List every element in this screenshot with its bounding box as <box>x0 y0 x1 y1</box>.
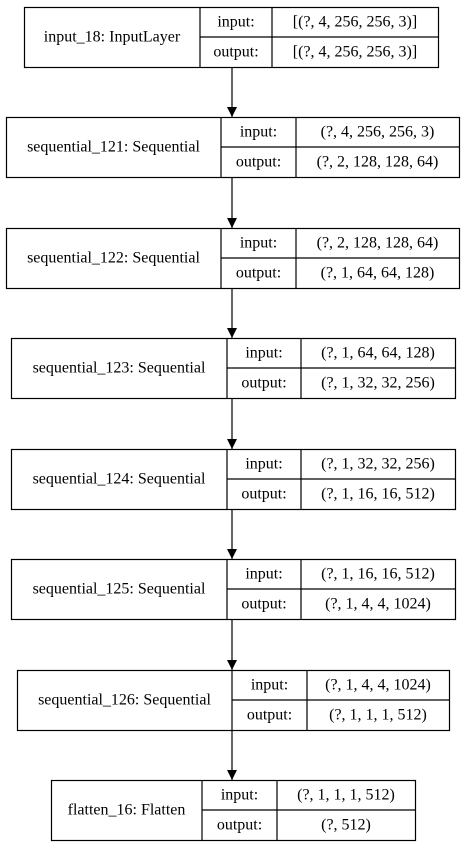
layer-name: sequential_125: Sequential <box>33 581 206 598</box>
input-shape: (?, 1, 1, 1, 512) <box>297 787 395 804</box>
input-label: input: <box>245 456 282 473</box>
input-label: input: <box>245 566 282 583</box>
layer-name: sequential_121: Sequential <box>27 139 200 156</box>
input-shape: (?, 1, 32, 32, 256) <box>321 456 435 473</box>
layer-box <box>10 558 457 621</box>
layer-box <box>16 669 451 732</box>
layer-name: sequential_123: Sequential <box>33 360 206 377</box>
input-shape: (?, 1, 64, 64, 128) <box>321 345 435 362</box>
output-label: output: <box>241 375 286 392</box>
input-label: input: <box>217 14 254 31</box>
layer-box <box>10 337 457 400</box>
layer-name: flatten_16: Flatten <box>68 802 186 819</box>
output-shape: (?, 1, 4, 4, 1024) <box>325 596 431 613</box>
layer-name: sequential_124: Sequential <box>33 471 206 488</box>
layer-box <box>5 116 461 179</box>
layer-node: flatten_16: Flatten input: output: (?, 1, 1… <box>50 779 417 842</box>
input-shape: [(?, 4, 256, 256, 3)] <box>293 14 417 31</box>
layer-node: sequential_124: Sequential input: output: (… <box>10 448 457 511</box>
input-label: input: <box>221 787 258 804</box>
output-label: output: <box>241 596 286 613</box>
output-shape: (?, 1, 64, 64, 128) <box>321 265 435 282</box>
output-label: output: <box>241 486 286 503</box>
output-label: output: <box>213 44 258 61</box>
output-label: output: <box>236 265 281 282</box>
input-label: input: <box>245 345 282 362</box>
input-label: input: <box>240 235 277 252</box>
layer-name: sequential_126: Sequential <box>38 692 211 709</box>
layer-name: input_18: InputLayer <box>44 29 181 46</box>
layer-node: sequential_125: Sequential input: output: (… <box>10 558 457 621</box>
layer-node: sequential_126: Sequential input: output: (… <box>16 669 451 732</box>
output-shape: (?, 1, 32, 32, 256) <box>321 375 435 392</box>
input-shape: (?, 4, 256, 256, 3) <box>321 124 435 141</box>
layer-node: sequential_122: Sequential input: output: (… <box>5 227 461 290</box>
input-shape: (?, 2, 128, 128, 64) <box>317 235 439 252</box>
input-label: input: <box>240 124 277 141</box>
input-shape: (?, 1, 4, 4, 1024) <box>325 677 431 694</box>
layer-box <box>5 227 461 290</box>
output-shape: (?, 512) <box>321 817 371 834</box>
output-shape: (?, 1, 1, 1, 512) <box>329 707 427 724</box>
layer-name: sequential_122: Sequential <box>27 250 200 267</box>
output-label: output: <box>217 817 262 834</box>
output-shape: (?, 1, 16, 16, 512) <box>321 486 435 503</box>
output-shape: [(?, 4, 256, 256, 3)] <box>293 44 417 61</box>
layer-box <box>50 779 417 842</box>
output-label: output: <box>247 707 292 724</box>
layer-box <box>23 6 440 69</box>
layer-node: sequential_121: Sequential input: output: (… <box>5 116 461 179</box>
output-label: output: <box>236 154 281 171</box>
layer-node: input_18: InputLayer input: output: [(?, 4,… <box>23 6 440 69</box>
input-shape: (?, 1, 16, 16, 512) <box>321 566 435 583</box>
layer-box <box>10 448 457 511</box>
nodes: input_18: InputLayer input: output: [(?, 4,… <box>5 6 461 842</box>
layer-node: sequential_123: Sequential input: output: (… <box>10 337 457 400</box>
input-label: input: <box>251 677 288 694</box>
output-shape: (?, 2, 128, 128, 64) <box>317 154 439 171</box>
